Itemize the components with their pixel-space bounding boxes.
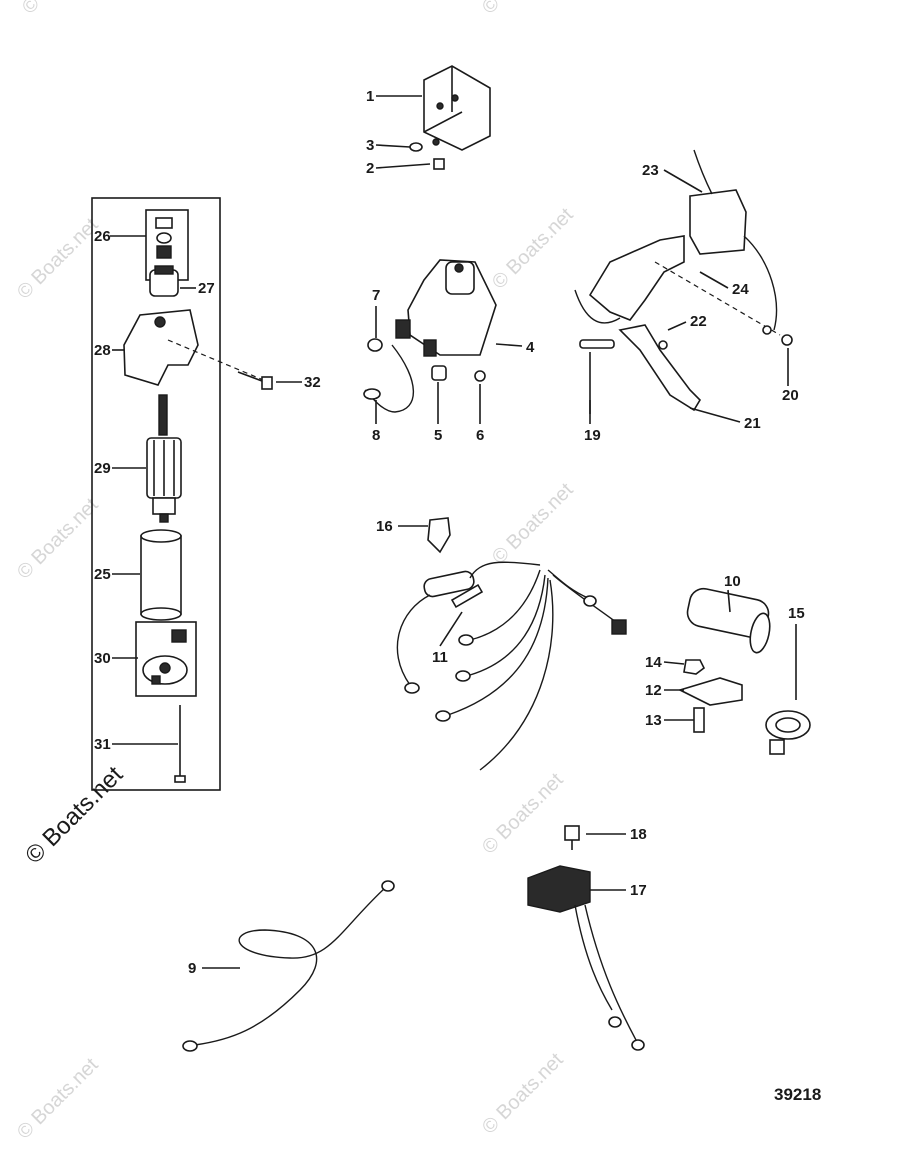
watermark-tile: © Boats.net (478, 0, 568, 19)
callout-32: 32 (304, 374, 321, 391)
battery-cable (182, 880, 395, 1052)
end-cap-bracket (123, 309, 199, 386)
watermark-tile: © Boats.net (478, 1049, 568, 1139)
callout-6: 6 (476, 427, 484, 444)
watermark-tile: © Boats.net (18, 0, 108, 19)
watermark-tile: © Boats.net (13, 214, 103, 304)
callout-18: 18 (630, 826, 647, 843)
callout-13: 13 (645, 712, 662, 729)
callout-28: 28 (94, 342, 111, 359)
callout-25: 25 (94, 566, 111, 583)
callout-24: 24 (732, 281, 749, 298)
kill-switch (527, 825, 645, 1051)
leader-lines (110, 95, 797, 969)
starter-motor-assembly (91, 197, 273, 791)
callout-14: 14 (645, 654, 662, 671)
callout-21: 21 (744, 415, 761, 432)
callout-20: 20 (782, 387, 799, 404)
callout-29: 29 (94, 460, 111, 477)
armature (146, 437, 182, 523)
callout-9: 9 (188, 960, 196, 977)
callout-26: 26 (94, 228, 111, 245)
callout-2: 2 (366, 160, 374, 177)
callout-4: 4 (526, 339, 535, 356)
callout-31: 31 (94, 736, 111, 753)
callout-17: 17 (630, 882, 647, 899)
watermark-tile: © Boats.net (488, 479, 578, 569)
brush-end-plate (135, 621, 197, 697)
through-bolt (237, 371, 273, 390)
wiring-harness (396, 517, 811, 771)
starter-frame-box (91, 197, 221, 791)
callout-10: 10 (724, 573, 741, 590)
callout-15: 15 (788, 605, 805, 622)
callout-7: 7 (372, 287, 380, 304)
callout-labels: 1 2 3 4 5 6 7 8 9 10 11 12 13 14 15 16 1… (94, 88, 805, 977)
callout-19: 19 (584, 427, 601, 444)
watermark-tile: © Boats.net (13, 1054, 103, 1144)
mounting-block (409, 65, 491, 170)
callout-27: 27 (198, 280, 215, 297)
watermark-tile: © Boats.net (13, 494, 103, 584)
callout-23: 23 (642, 162, 659, 179)
watermark-tile: © Boats.net (478, 769, 568, 859)
callout-16: 16 (376, 518, 393, 535)
callout-12: 12 (645, 682, 662, 699)
callout-1: 1 (366, 88, 374, 105)
callout-11: 11 (432, 649, 448, 666)
watermark-tile: © Boats.net (488, 204, 578, 294)
motor-housing (140, 529, 182, 621)
long-bolt (174, 705, 186, 783)
choke-solenoid-bracket (574, 149, 793, 414)
watermark-main: © Boats.net (20, 761, 128, 869)
callout-3: 3 (366, 137, 374, 154)
callout-5: 5 (434, 427, 442, 444)
starter-solenoid (363, 259, 497, 413)
callout-8: 8 (372, 427, 380, 444)
callout-30: 30 (94, 650, 111, 667)
figure-number: 39218 (774, 1085, 821, 1104)
drive-gear (149, 265, 179, 297)
callout-22: 22 (690, 313, 707, 330)
